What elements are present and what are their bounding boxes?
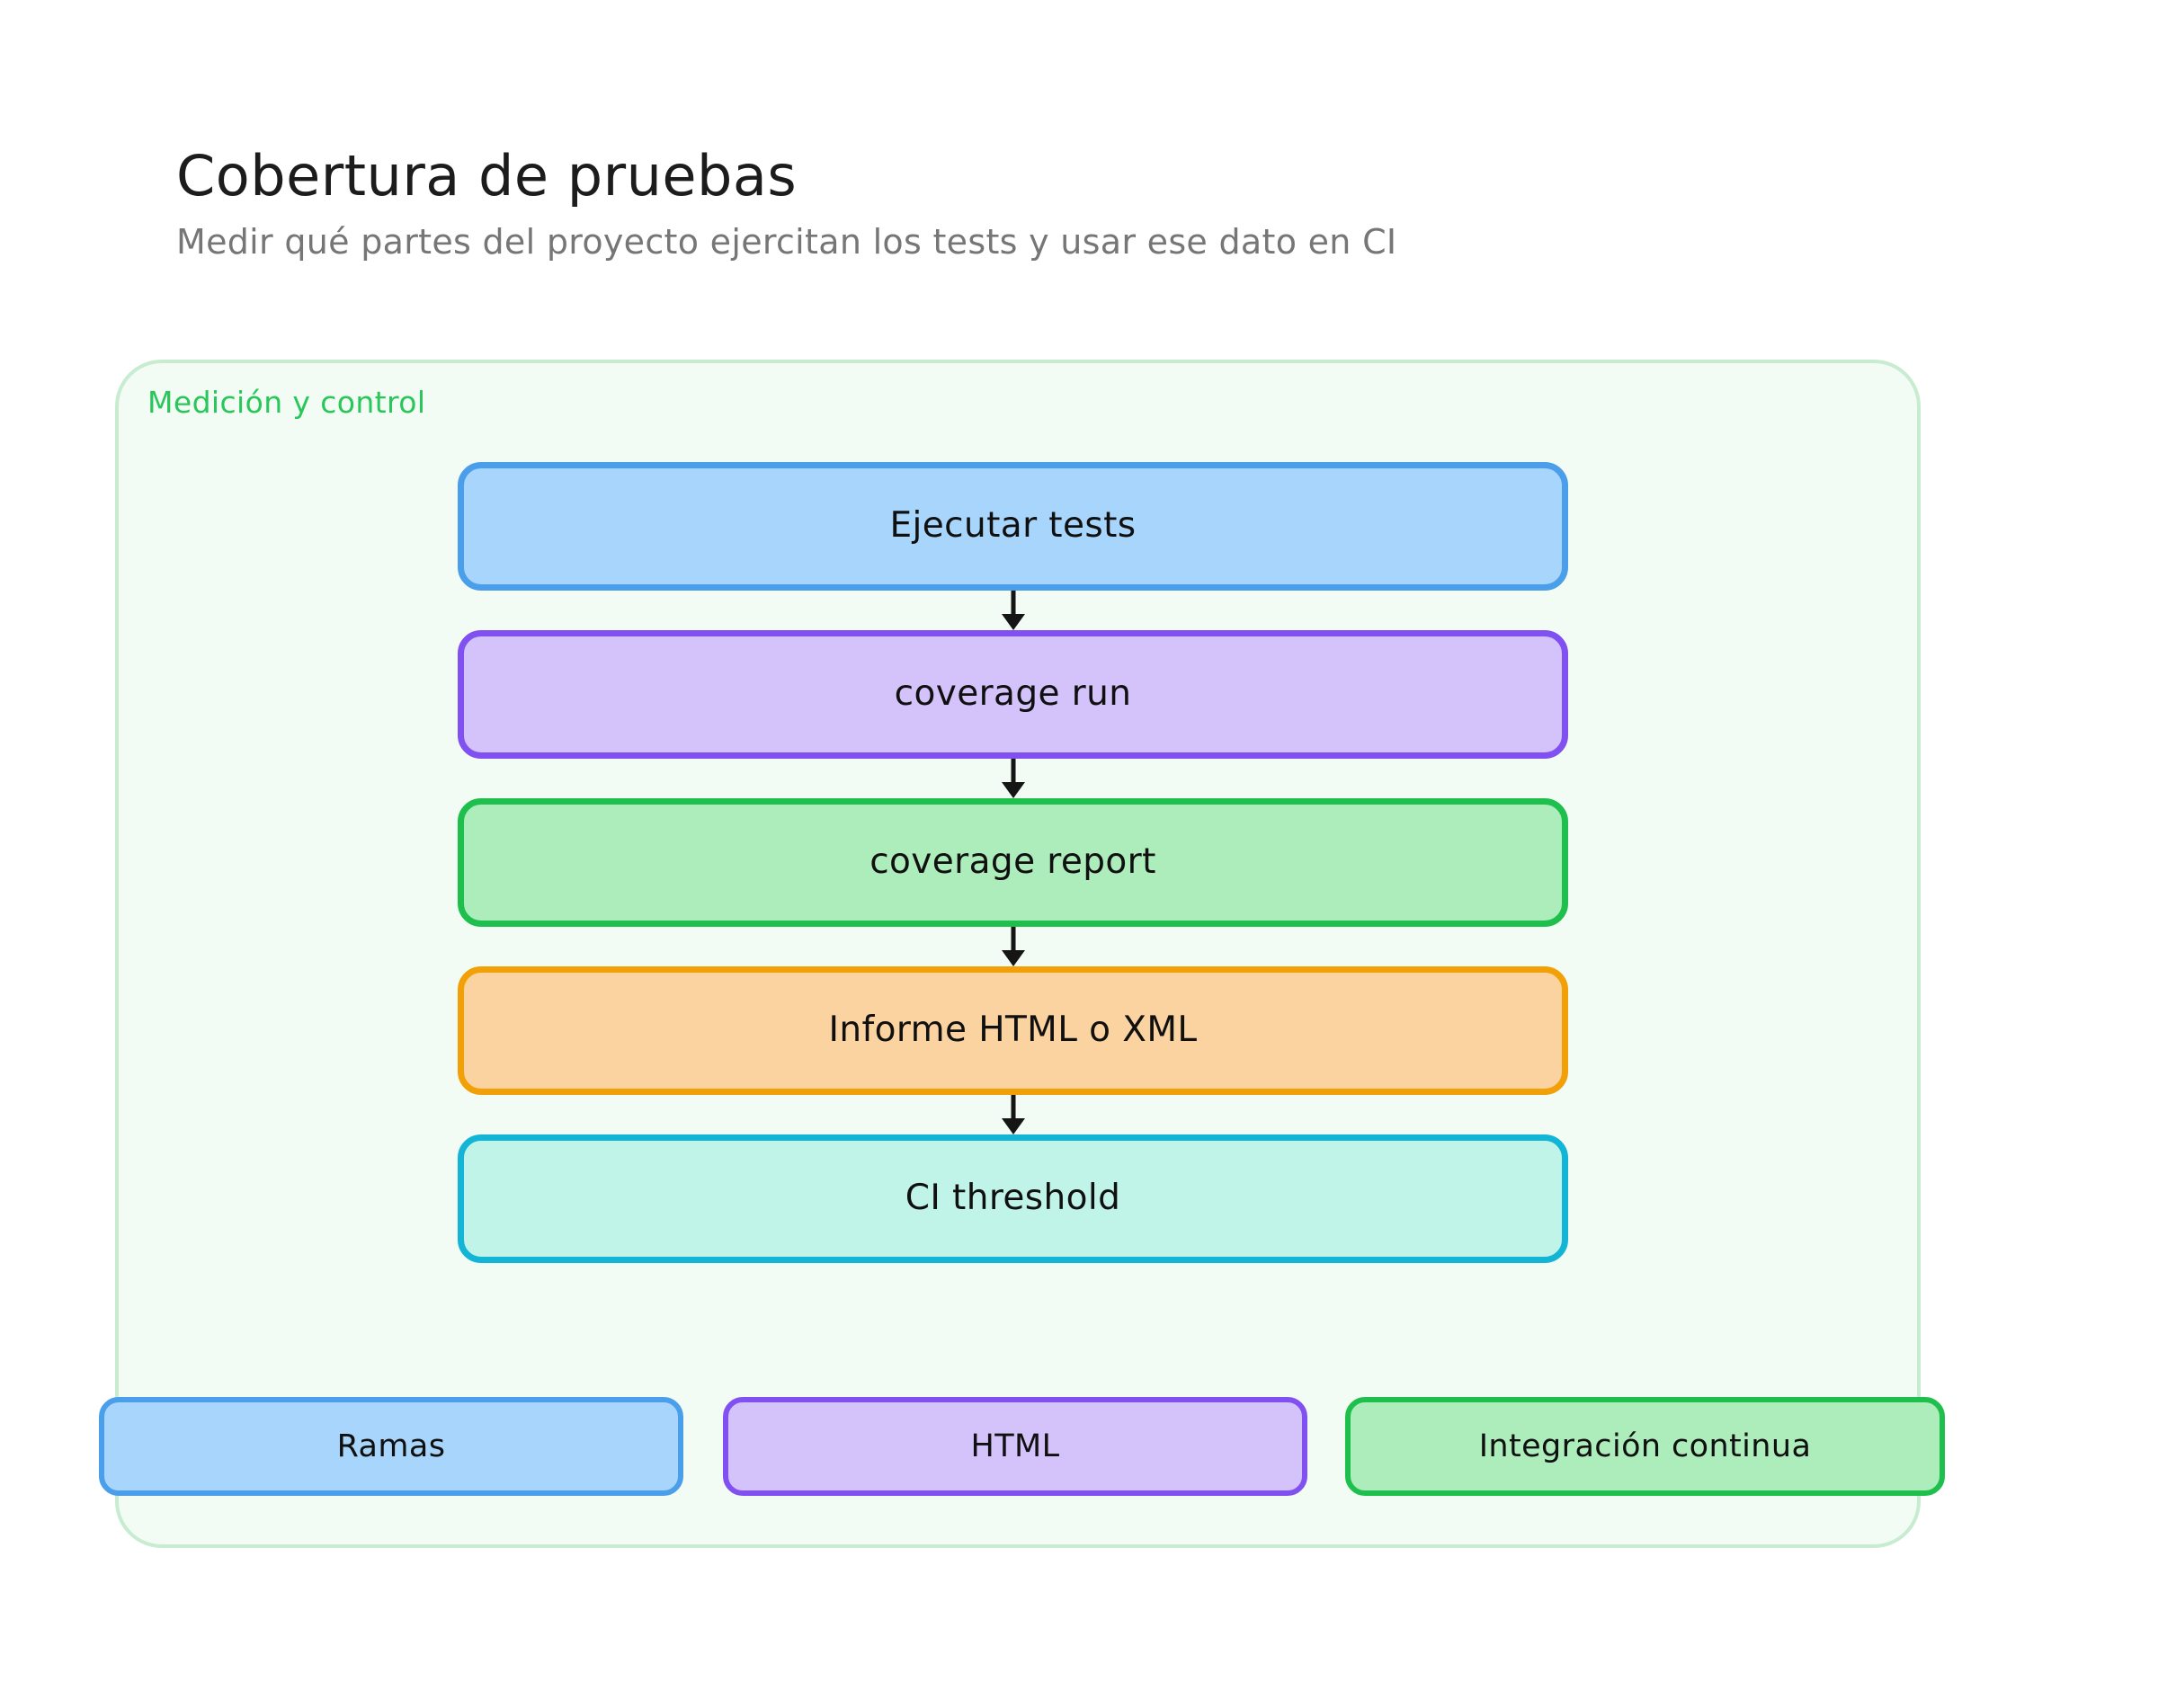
page-subtitle: Medir qué partes del proyecto ejercitan … <box>176 222 1397 262</box>
flow-node-label: coverage report <box>869 841 1156 883</box>
arrow-shaft <box>1011 591 1015 618</box>
legend-item-integracion-continua[interactable]: Integración continua <box>1345 1397 1945 1496</box>
arrow-head-icon <box>1001 614 1025 630</box>
arrow-head-icon <box>1001 950 1025 966</box>
flow-node-informe-html-o-xml[interactable]: Informe HTML o XML <box>458 966 1568 1095</box>
flow-node-label: Ejecutar tests <box>889 505 1137 547</box>
flow-arrow-1 <box>458 591 1568 630</box>
flow-arrow-3 <box>458 927 1568 966</box>
legend-item-label: Ramas <box>336 1428 446 1464</box>
flow-node-label: CI threshold <box>905 1178 1121 1219</box>
flow-arrow-2 <box>458 759 1568 798</box>
arrow-shaft <box>1011 1095 1015 1122</box>
legend-item-html[interactable]: HTML <box>723 1397 1307 1496</box>
legend-item-label: Integración continua <box>1478 1428 1812 1464</box>
legend-item-ramas[interactable]: Ramas <box>99 1397 683 1496</box>
flow-node-ejecutar-tests[interactable]: Ejecutar tests <box>458 462 1568 591</box>
diagram-header: Cobertura de pruebas Medir qué partes de… <box>176 144 1975 263</box>
legend-row: Ramas HTML Integración continua <box>99 1397 1945 1496</box>
flow-column: Ejecutar tests coverage run coverage rep… <box>458 462 1568 1263</box>
flow-node-label: Informe HTML o XML <box>828 1010 1198 1051</box>
legend-item-label: HTML <box>970 1428 1060 1464</box>
flow-arrow-4 <box>458 1095 1568 1134</box>
flow-node-label: coverage run <box>894 673 1132 715</box>
flow-node-coverage-report[interactable]: coverage report <box>458 798 1568 927</box>
group-label: Medición y control <box>147 385 426 420</box>
group-container-medicion-y-control: Medición y control Ejecutar tests covera… <box>99 360 1945 1548</box>
page-title: Cobertura de pruebas <box>176 143 798 209</box>
arrow-head-icon <box>1001 1118 1025 1134</box>
flow-node-ci-threshold[interactable]: CI threshold <box>458 1134 1568 1263</box>
flow-node-coverage-run[interactable]: coverage run <box>458 630 1568 759</box>
arrow-head-icon <box>1001 782 1025 798</box>
arrow-shaft <box>1011 759 1015 786</box>
arrow-shaft <box>1011 927 1015 954</box>
